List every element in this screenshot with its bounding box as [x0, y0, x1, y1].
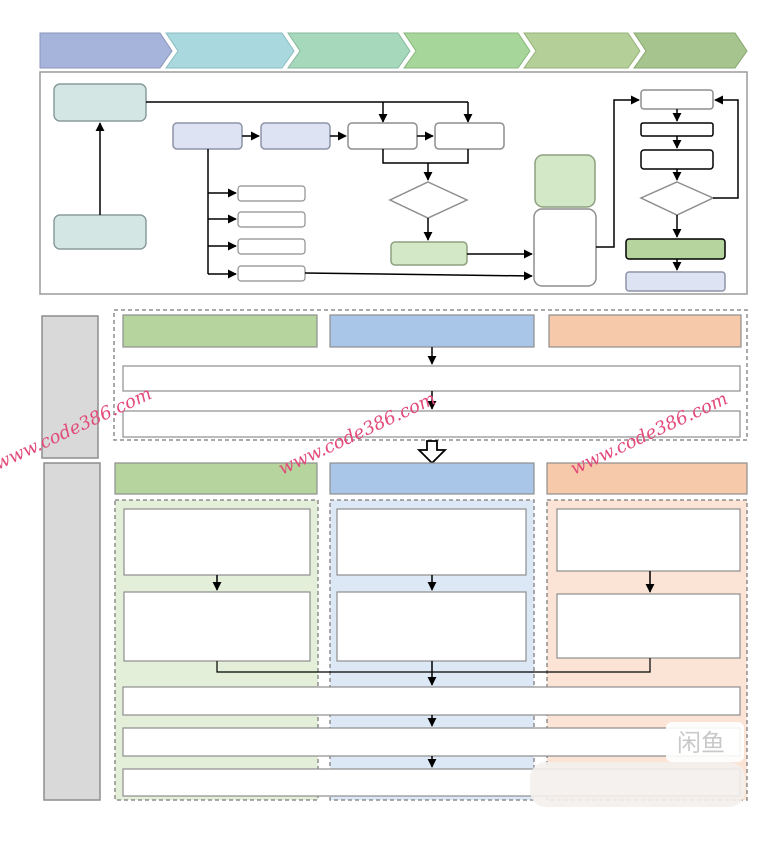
peach-box-2 [556, 593, 741, 659]
arrow-branch4-to-tall [304, 271, 533, 281]
stage-chevron-6 [633, 32, 748, 69]
middle-peach-header [548, 314, 742, 348]
bottom-peach-header [546, 462, 748, 495]
peach-box-1 [556, 508, 741, 572]
blue-box-2 [336, 591, 527, 662]
blur-overlay [530, 762, 745, 807]
connector-merge-to-decision [382, 149, 469, 164]
connector-tall-to-loop [596, 95, 640, 248]
branch-box-4 [237, 265, 306, 282]
hollow-down-arrow-icon [416, 440, 448, 465]
bottom-side-label [43, 462, 101, 801]
green-box-2 [123, 591, 311, 662]
blue-box-1 [336, 508, 527, 576]
bottom-wide-box-1 [122, 686, 741, 716]
row-node-2 [260, 122, 331, 150]
middle-wide-box-2 [122, 410, 741, 438]
stage-chevron-3 [287, 32, 411, 69]
row-node-3 [347, 122, 418, 150]
loop-green-box [625, 238, 726, 260]
loop-final-box [625, 271, 726, 292]
middle-wide-box-1 [122, 365, 741, 392]
green-side-box [534, 154, 596, 208]
bottom-blue-header [329, 462, 535, 495]
top-left-box [53, 83, 147, 122]
green-box-1 [123, 508, 311, 576]
middle-green-header [122, 314, 318, 348]
middle-side-label [41, 315, 99, 459]
middle-dashed-group [113, 309, 748, 441]
loop-back-connector [713, 95, 739, 199]
loop-box-2 [640, 122, 714, 137]
logo-watermark-text: 闲鱼 [677, 729, 725, 757]
stage-chevron-5 [523, 32, 641, 69]
merge-connector [216, 658, 651, 673]
green-result-box [390, 241, 468, 266]
stage-chevron-band [39, 32, 748, 69]
stage-chevron-2 [165, 32, 295, 69]
middle-blue-header [329, 314, 535, 348]
loop-box-3 [640, 149, 714, 170]
branch-box-3 [237, 238, 306, 255]
row-node-4 [434, 122, 505, 150]
branch-box-2 [237, 211, 306, 228]
loop-box-1 [640, 89, 714, 110]
bottom-green-header [114, 462, 318, 495]
bottom-wide-box-2 [122, 727, 741, 757]
stage-chevron-1 [39, 32, 173, 69]
stage-chevron-4 [403, 32, 531, 69]
logo-watermark: 闲鱼 [666, 722, 744, 762]
row-node-1 [172, 122, 243, 150]
bottom-left-box [53, 214, 147, 250]
tall-white-box [533, 208, 597, 287]
branch-box-1 [237, 185, 306, 202]
